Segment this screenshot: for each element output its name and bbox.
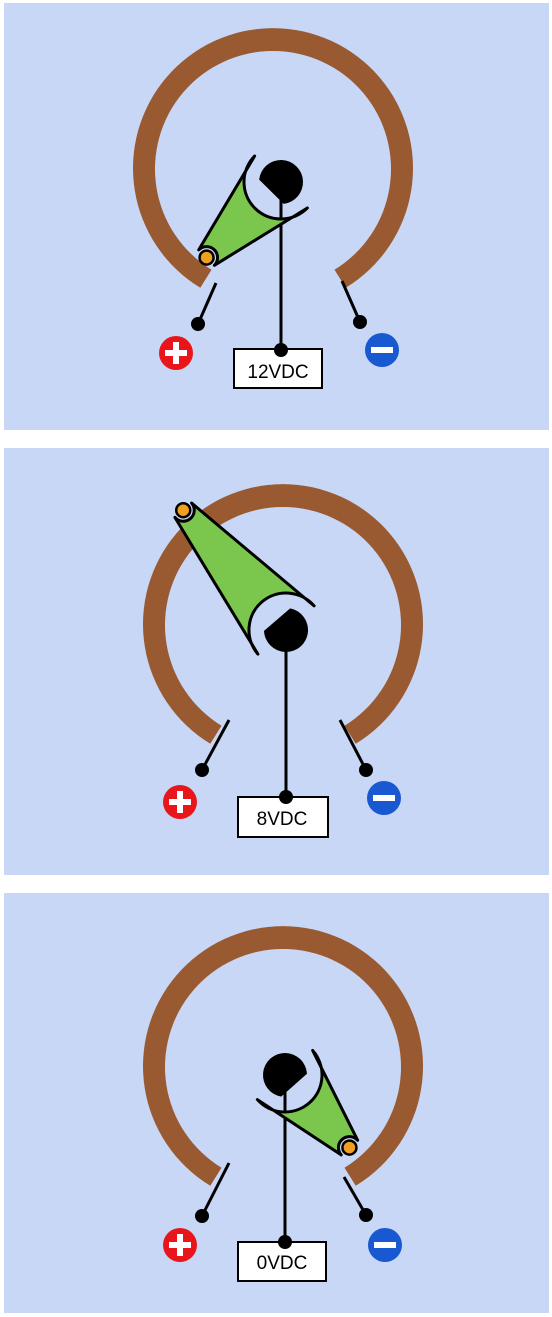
potentiometer-diagram: 0VDC xyxy=(143,926,424,1282)
positive-lead-wire xyxy=(200,719,231,771)
potentiometer-diagram: 8VDC xyxy=(143,484,424,838)
potentiometer-panel-0v: 0VDC xyxy=(4,893,549,1313)
output-junction-dot xyxy=(278,1235,292,1249)
output-voltage-label: 8VDC xyxy=(257,809,308,830)
wiper-arm xyxy=(173,501,316,656)
output-voltage-label: 0VDC xyxy=(257,1253,308,1274)
negative-lead-wire xyxy=(340,280,362,323)
plus-terminal-icon xyxy=(163,785,197,819)
negative-lead-wire xyxy=(338,719,368,771)
output-voltage-box xyxy=(237,1241,327,1282)
wiper-contact-point xyxy=(174,501,192,519)
wiper-shaft xyxy=(263,1053,307,1097)
negative-lead-end xyxy=(359,1208,373,1222)
output-junction-dot xyxy=(279,790,293,804)
potentiometer-panel-12v: 12VDC xyxy=(4,3,549,430)
wiper-contact-point xyxy=(198,249,215,266)
plus-terminal-icon xyxy=(159,336,193,370)
plus-terminal-icon xyxy=(163,1228,197,1262)
wiper-body xyxy=(255,1048,360,1157)
minus-terminal-icon xyxy=(368,1228,402,1262)
wiper-arm xyxy=(197,154,309,267)
wiper-shaft xyxy=(259,160,303,204)
positive-lead-end xyxy=(191,317,205,331)
wiper-arm xyxy=(255,1048,360,1157)
minus-terminal-icon xyxy=(367,781,401,815)
output-voltage-label: 12VDC xyxy=(247,362,308,383)
positive-lead-wire xyxy=(200,1162,231,1217)
positive-lead-end xyxy=(195,763,209,777)
wiper-body xyxy=(173,501,316,656)
potentiometer-diagram: 12VDC xyxy=(133,28,414,389)
resistive-track xyxy=(133,28,414,288)
output-junction-dot xyxy=(274,343,288,357)
wiper-body xyxy=(197,154,309,267)
negative-lead-end xyxy=(353,315,367,329)
minus-terminal-icon xyxy=(365,333,399,367)
wiper-shaft xyxy=(264,608,308,652)
wiper-contact-point xyxy=(341,1139,358,1156)
positive-lead-end xyxy=(195,1209,209,1223)
potentiometer-panel-8v: 8VDC xyxy=(4,448,549,875)
positive-lead-wire xyxy=(196,282,218,325)
negative-lead-end xyxy=(359,763,373,777)
negative-lead-wire xyxy=(342,1176,368,1216)
